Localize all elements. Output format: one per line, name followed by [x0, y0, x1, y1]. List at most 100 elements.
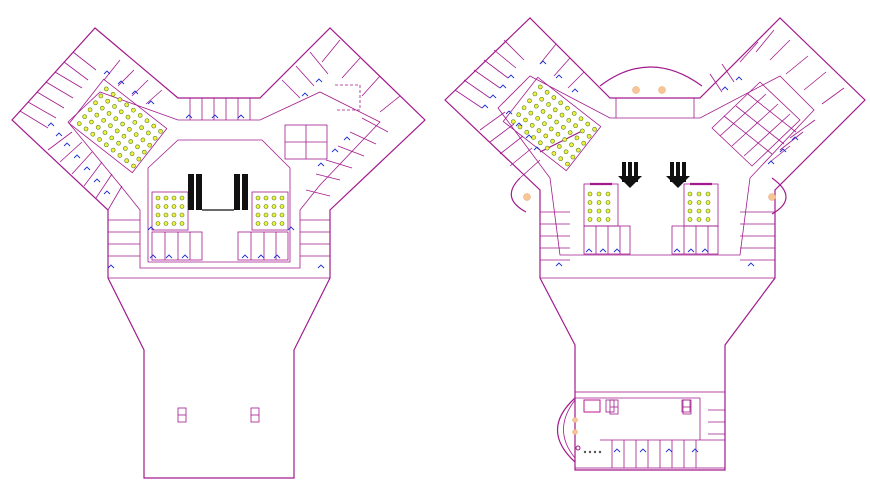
seat	[255, 221, 261, 226]
seat	[155, 204, 161, 209]
door-swing	[331, 148, 339, 153]
seat	[581, 140, 587, 146]
door-swing	[165, 254, 173, 259]
door-swing	[691, 448, 699, 453]
right-seating-block-a	[583, 182, 619, 227]
seat	[102, 130, 108, 135]
seat	[117, 97, 123, 102]
right-escalators	[618, 162, 690, 188]
seat	[106, 111, 112, 116]
door-swing	[507, 74, 515, 79]
seat	[110, 91, 116, 97]
seat	[179, 221, 185, 226]
floor-plan-left	[11, 27, 426, 479]
seat	[705, 200, 711, 205]
seat	[550, 138, 555, 144]
left-wing-rooms-west	[19, 51, 163, 211]
left-building-outline	[11, 27, 426, 479]
seat	[547, 114, 553, 120]
seat	[592, 127, 597, 132]
seat	[263, 195, 269, 201]
seat	[94, 112, 100, 118]
right-inner-court	[497, 75, 815, 256]
seat	[121, 133, 127, 139]
seat	[554, 119, 559, 125]
door-swing	[287, 226, 295, 231]
seat	[521, 105, 527, 111]
seat	[163, 221, 169, 226]
door-swing	[571, 88, 579, 93]
door-swing	[533, 146, 541, 151]
seat	[596, 217, 602, 222]
left-top-corridor-rooms	[189, 98, 251, 120]
door-swing	[721, 86, 729, 91]
seat	[516, 112, 521, 118]
seat	[696, 200, 702, 205]
seat	[98, 93, 104, 99]
door-swing	[489, 94, 497, 99]
seat	[687, 217, 693, 222]
seat	[565, 161, 570, 167]
door-swing	[147, 226, 155, 231]
seat	[255, 204, 261, 209]
door-swing	[555, 262, 563, 267]
door-swing	[257, 254, 265, 259]
seat	[171, 212, 177, 218]
seat	[133, 132, 139, 137]
seat	[527, 98, 532, 104]
seat	[696, 191, 702, 197]
seat	[605, 191, 611, 197]
seat	[263, 204, 269, 209]
seat	[146, 130, 151, 136]
door-swing	[613, 248, 621, 253]
door-swing	[185, 114, 193, 119]
seat	[538, 140, 543, 146]
seat	[163, 204, 169, 209]
left-door-swings	[47, 70, 351, 269]
door-swing	[767, 160, 775, 165]
seat	[105, 98, 110, 104]
door-swing	[673, 248, 681, 253]
door-swing	[505, 110, 513, 115]
right-top-corridor-rooms	[615, 98, 695, 118]
seat	[544, 89, 550, 95]
seat	[561, 125, 566, 130]
door-swing	[499, 84, 507, 89]
seat	[83, 126, 89, 132]
door-swing	[149, 254, 157, 259]
door-swing	[211, 114, 219, 119]
seat	[139, 125, 144, 130]
seat	[558, 100, 563, 106]
seat	[144, 118, 150, 124]
seat	[573, 123, 578, 128]
seat	[271, 195, 277, 201]
seat	[128, 139, 134, 144]
seat	[255, 212, 261, 218]
seat	[117, 153, 123, 158]
seat	[151, 123, 157, 129]
seat	[587, 200, 593, 205]
door-swing	[481, 104, 489, 109]
seat	[528, 110, 534, 116]
seat	[163, 212, 169, 218]
seat	[97, 137, 102, 142]
seat	[118, 109, 124, 115]
seat	[127, 127, 132, 132]
door-swing	[47, 122, 55, 127]
seat	[546, 102, 551, 107]
seat	[101, 118, 106, 123]
right-lift-pair	[609, 399, 692, 415]
seat	[129, 151, 135, 157]
seat	[544, 145, 550, 151]
seat	[559, 112, 565, 118]
door-swing	[103, 190, 111, 195]
door-swing	[55, 132, 63, 137]
door-swing	[665, 448, 673, 453]
seat	[705, 217, 711, 222]
seat	[596, 208, 602, 214]
seat	[279, 195, 285, 201]
seat	[104, 86, 109, 92]
seat	[605, 217, 611, 222]
seat	[99, 105, 105, 111]
